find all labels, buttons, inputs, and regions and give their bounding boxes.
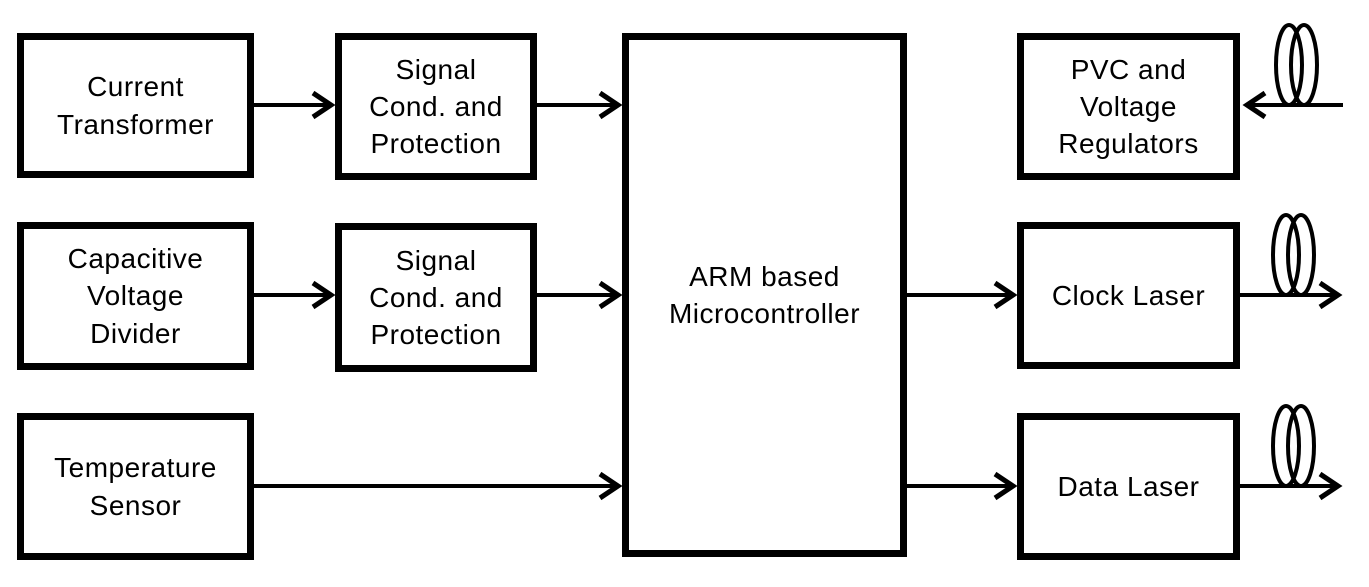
block-data-laser: Data Laser [1017,413,1240,560]
block-label: Signal Cond. and Protection [369,53,503,160]
block-label: ARM based Microcontroller [668,260,861,329]
block-label: Data Laser [1057,470,1200,502]
block-signal-cond-protection-1: Signal Cond. and Protection [335,33,537,180]
fiber-coil-icon [1274,23,1319,107]
block-label: Capacitive Voltage Divider [67,243,204,349]
block-temperature-sensor: Temperature Sensor [17,413,254,560]
block-label: Current Transformer [57,71,214,140]
block-capacitive-voltage-divider: Capacitive Voltage Divider [17,222,254,370]
block-label: Temperature Sensor [54,452,217,521]
fiber-coil-icon [1271,213,1316,297]
block-label: PVC and Voltage Regulators [1058,53,1199,160]
block-label: Clock Laser [1051,279,1206,311]
block-signal-cond-protection-2: Signal Cond. and Protection [335,223,537,372]
block-arm-microcontroller: ARM based Microcontroller [622,33,907,557]
block-pvc-voltage-regulators: PVC and Voltage Regulators [1017,33,1240,180]
fiber-coil-icon [1271,404,1316,488]
block-label: Signal Cond. and Protection [369,244,503,351]
block-current-transformer: Current Transformer [17,33,254,178]
block-clock-laser: Clock Laser [1017,222,1240,369]
